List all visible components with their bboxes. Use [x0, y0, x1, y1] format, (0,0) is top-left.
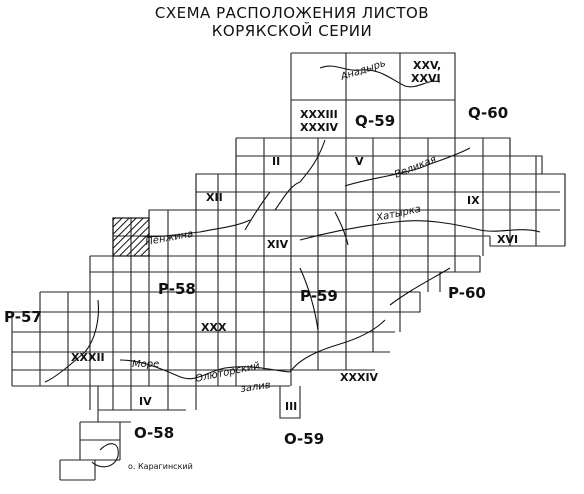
sheet-grid: [11, 52, 566, 481]
zone-label-o59: O-59: [284, 430, 324, 448]
place-label-olyutorsky: Олюторский: [194, 360, 261, 384]
zone-label-p60: P-60: [448, 284, 486, 302]
sheet-label-xii: XII: [206, 191, 223, 204]
sheet-label-ii: II: [272, 155, 280, 168]
sheet-label-xxvi: XXVI: [411, 72, 441, 85]
zone-label-o58: O-58: [134, 424, 174, 442]
sheet-label-xxxii: XXXII: [71, 351, 105, 364]
sheet-label-xxv: XXV,: [413, 59, 441, 72]
sheet-label-xvi: XVI: [497, 233, 518, 246]
map-title-line-2: КОРЯКСКОЙ СЕРИИ: [211, 22, 373, 40]
zone-label-q60: Q-60: [468, 104, 508, 122]
sheet-label-iv: IV: [139, 395, 152, 408]
sheet-label-xxx: XXX: [201, 321, 227, 334]
zone-label-p58: P-58: [158, 280, 196, 298]
place-label-karaginsky: о. Карагинский: [128, 462, 193, 471]
zone-label-p59: P-59: [300, 287, 338, 305]
place-label-zaliv: залив: [240, 380, 272, 395]
hatched-sheet: [112, 217, 150, 257]
zone-label-p57: P-57: [4, 308, 42, 326]
sheet-label-iii: III: [285, 400, 297, 413]
sheet-label-xiv: XIV: [267, 238, 289, 251]
sheet-label-v: V: [355, 155, 364, 168]
map-title-line-1: СХЕМА РАСПОЛОЖЕНИЯ ЛИСТОВ: [154, 4, 430, 22]
place-label-penzhina: Пенжина: [145, 229, 195, 248]
sheet-label-ix: IX: [467, 194, 480, 207]
rivers-and-coastline: [44, 65, 541, 468]
zone-label-q59: Q-59: [355, 112, 395, 130]
place-label-more: Море: [132, 359, 159, 370]
sheet-label-xxxiv-bottom: XXXIV: [340, 371, 379, 384]
sheet-label-xxxiv-top: XXXIV: [300, 121, 339, 134]
sheet-label-xxxiii: XXXIII: [300, 108, 338, 121]
